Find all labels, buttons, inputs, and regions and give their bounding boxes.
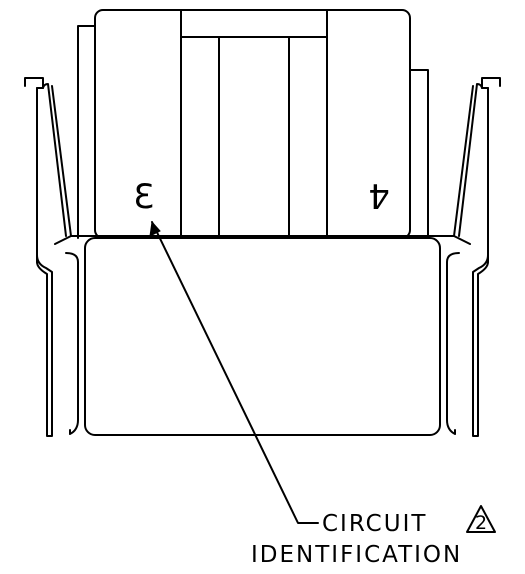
left-shoulder (77, 25, 96, 239)
right-rail (446, 252, 460, 435)
circuit-number-3: 3 (133, 177, 155, 217)
lower-body (84, 237, 441, 436)
flag-triangle (466, 505, 496, 533)
flag-number: 2 (475, 512, 487, 534)
left-latch-arm (24, 77, 72, 437)
circuit-number-4: 4 (368, 175, 390, 215)
arrowhead (149, 220, 161, 237)
base-ledge (54, 235, 471, 245)
right-latch-arm (453, 77, 501, 437)
callout-line-1: CIRCUIT (322, 511, 427, 537)
leader-line (149, 220, 319, 524)
callout-line-2: IDENTIFICATION (251, 542, 462, 568)
revision-flag: 2 (466, 505, 496, 534)
right-shoulder (409, 69, 429, 239)
left-rail (65, 252, 79, 435)
